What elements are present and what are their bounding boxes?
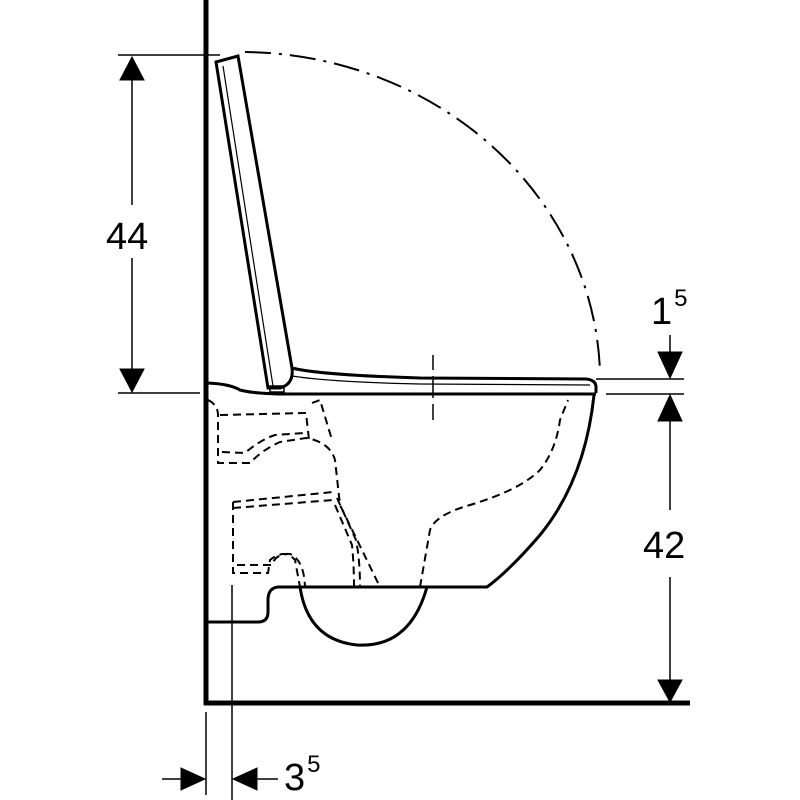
bowl-outline <box>206 394 596 647</box>
lid-swing-arc <box>244 51 601 373</box>
trap-outlet <box>298 586 429 647</box>
wall-and-floor <box>203 0 690 706</box>
wall-gap-value: 3 <box>284 757 306 799</box>
lid-height-label: 44 <box>106 218 150 256</box>
wall-gap-label: 35 <box>284 753 321 799</box>
dim-seat-thickness <box>596 335 684 422</box>
raised-lid <box>214 54 294 393</box>
dim-rim-height <box>657 418 683 704</box>
seat <box>207 366 598 396</box>
lid-height-value: 44 <box>106 216 149 258</box>
seat-thickness-value: 1 <box>651 291 673 333</box>
dim-wall-gap <box>162 585 278 800</box>
seat-thickness-superscript: 5 <box>674 285 688 312</box>
rim-height-value: 42 <box>643 525 686 567</box>
seat-thickness-label: 15 <box>651 287 688 333</box>
dim-lid-height <box>118 54 220 394</box>
hidden-internal-channels <box>207 398 569 588</box>
rim-height-label: 42 <box>643 527 687 565</box>
wall-gap-superscript: 5 <box>307 751 321 778</box>
